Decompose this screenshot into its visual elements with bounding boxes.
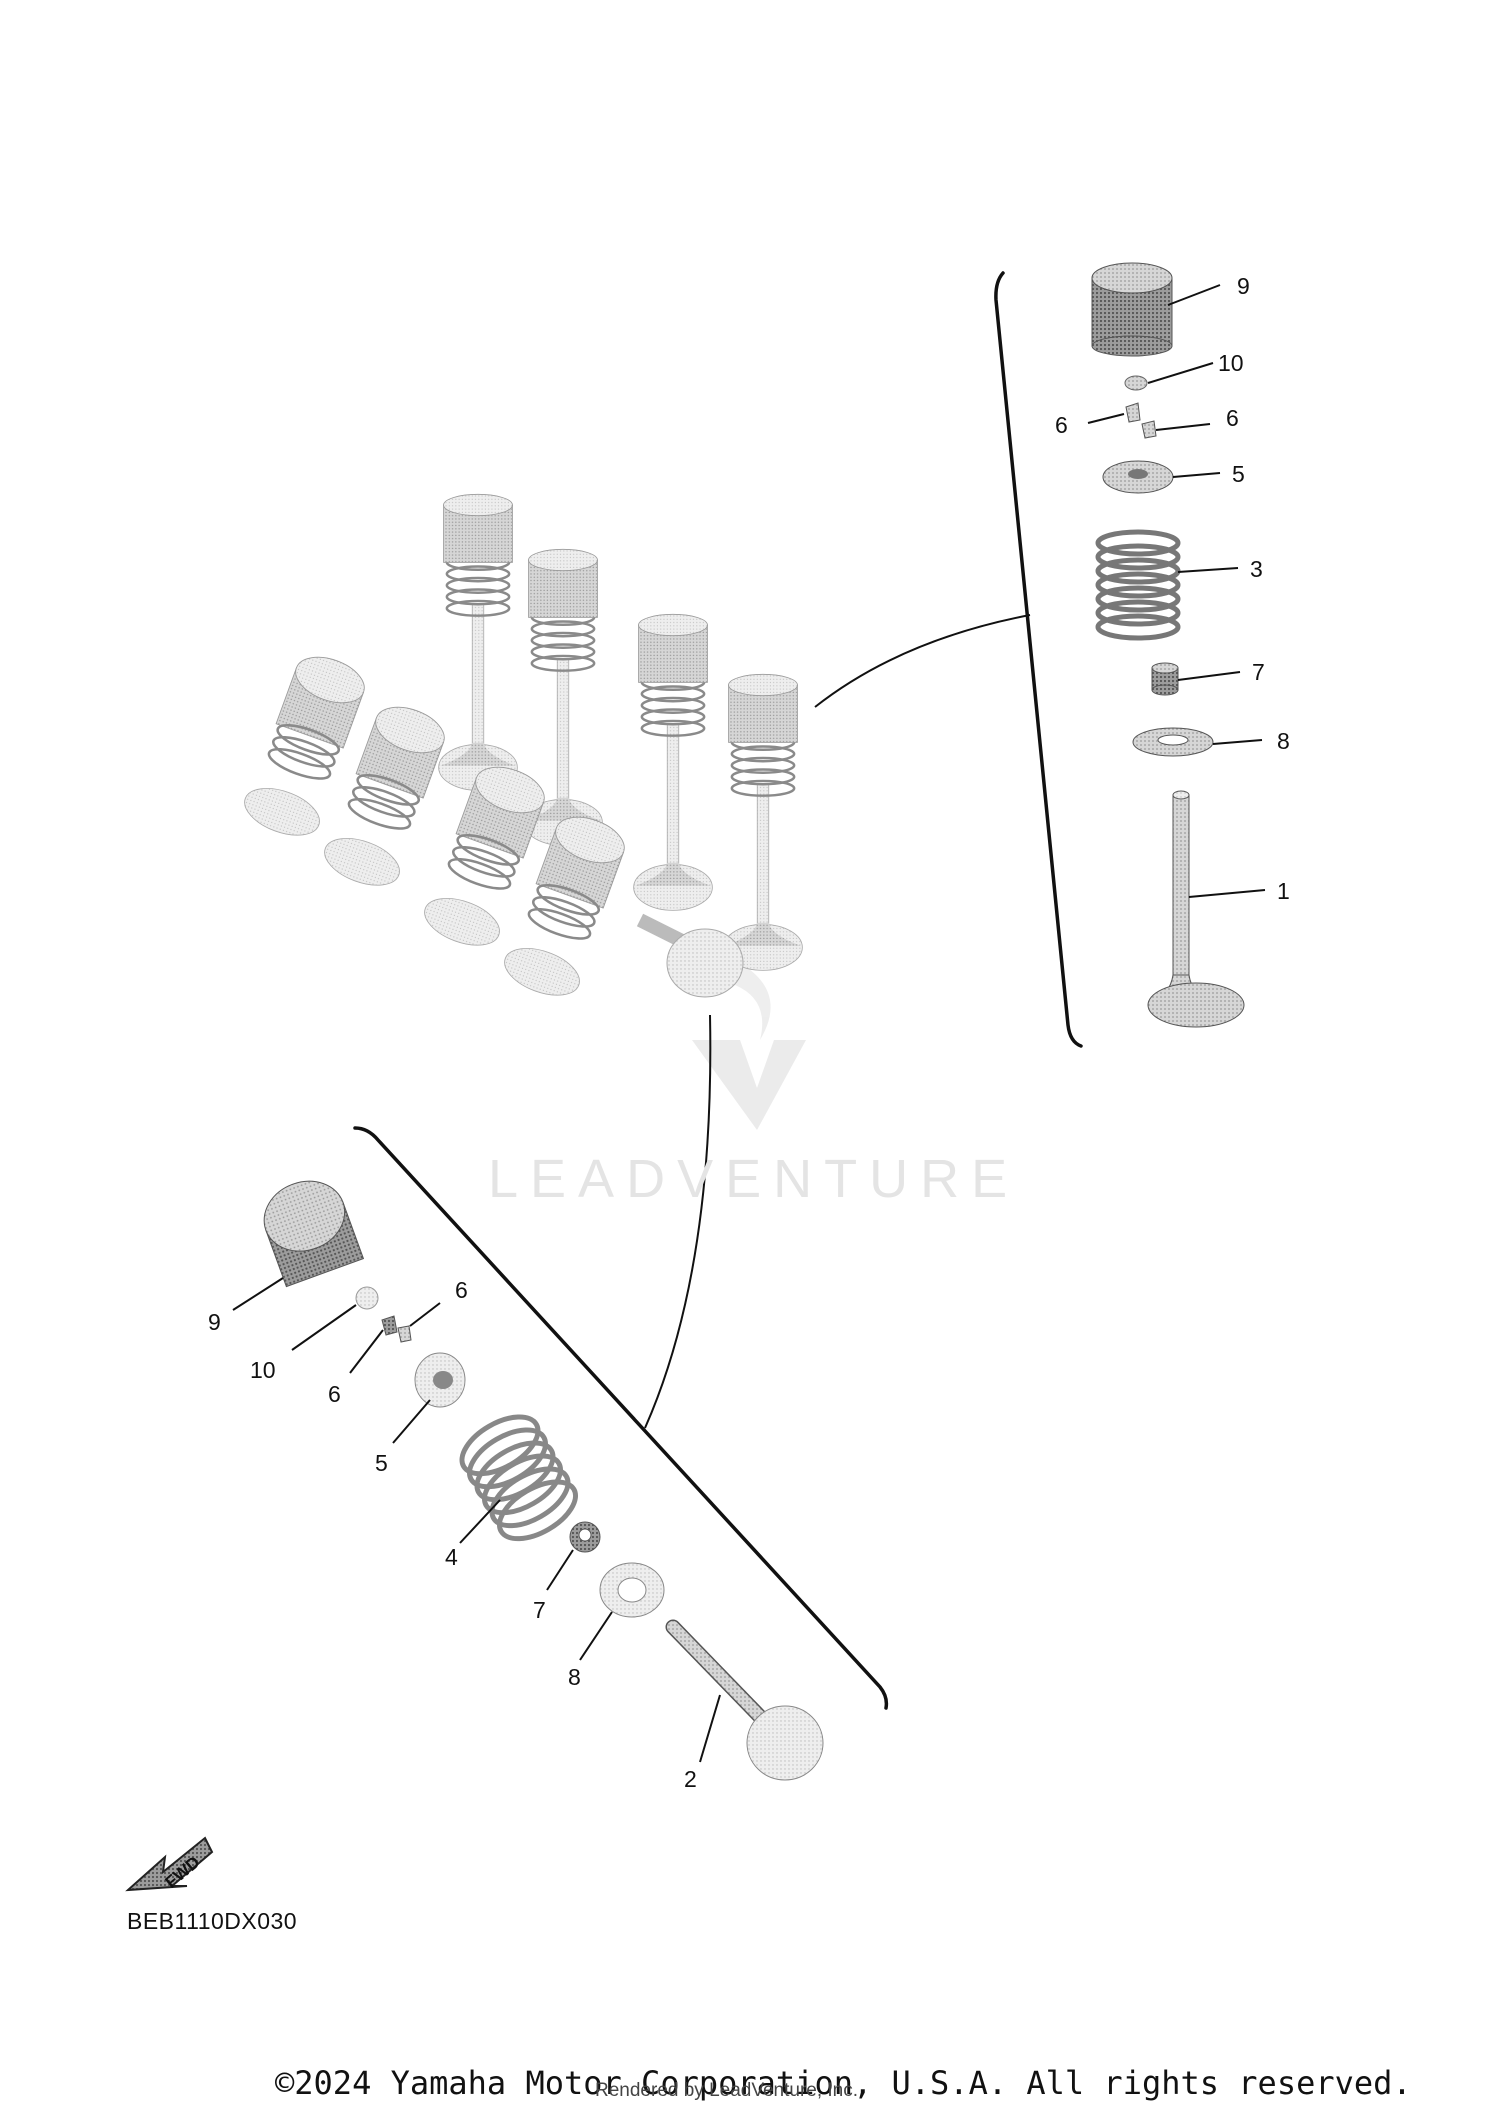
callout-lower-10: 10	[250, 1357, 276, 1383]
callout-lower-4: 4	[445, 1544, 458, 1570]
upper-valve-spring	[1095, 529, 1181, 641]
diagram-code: BEB1110DX030	[127, 1908, 298, 1934]
lower-bracket	[353, 1126, 889, 1710]
upper-intake-valve	[1147, 790, 1245, 1028]
callout-lower-8: 8	[568, 1664, 581, 1690]
lower-exhaust-valve	[665, 1619, 824, 1781]
upper-valve-lifter	[1091, 262, 1173, 357]
lower-spring-retainer	[414, 1352, 466, 1408]
callout-upper-8: 8	[1277, 728, 1290, 754]
upper-spring-seat	[1132, 727, 1214, 757]
callout-lower-2: 2	[684, 1766, 697, 1792]
lower-valve-lifter	[263, 1180, 365, 1288]
lower-spring-seat	[599, 1562, 665, 1618]
lower-valve-cotter-left	[381, 1315, 398, 1336]
upper-valve-stem-seal	[1151, 662, 1179, 696]
callout-upper-9: 9	[1237, 273, 1250, 299]
forward-arrow-icon: FWD	[125, 1836, 214, 1892]
callout-upper-6-left: 6	[1055, 412, 1068, 438]
rendered-by-notice: Rendered by LeadVenture, Inc.	[595, 2080, 859, 2101]
lower-leaders	[232, 1277, 721, 1763]
leadventure-logo-watermark	[692, 960, 806, 1130]
copyright-notice: ©2024 Yamaha Motor Corporation, U.S.A. A…	[275, 2064, 1412, 2102]
callout-upper-6-right: 6	[1226, 405, 1239, 431]
lower-valve-spring	[459, 1414, 578, 1542]
upper-parts	[1091, 262, 1245, 1028]
upper-valve-cotter-right	[1141, 420, 1157, 439]
upper-leaders	[1087, 284, 1266, 898]
callout-upper-1: 1	[1277, 878, 1290, 904]
callout-lower-7: 7	[533, 1597, 546, 1623]
valve-cluster	[237, 493, 804, 1006]
upper-link-line	[814, 614, 1031, 708]
callout-lower-5: 5	[375, 1450, 388, 1476]
upper-adjusting-pad	[1124, 375, 1148, 391]
callout-upper-5: 5	[1232, 461, 1245, 487]
callout-lower-9: 9	[208, 1309, 221, 1335]
callout-upper-7: 7	[1252, 659, 1265, 685]
leadventure-watermark-text: LEADVENTURE	[488, 1149, 1020, 1209]
lower-link-line	[644, 1014, 712, 1429]
callout-upper-10: 10	[1218, 350, 1244, 376]
lower-adjusting-pad	[355, 1286, 379, 1310]
upper-valve-cotter-left	[1125, 402, 1141, 423]
lower-parts	[263, 1180, 824, 1781]
callout-lower-6-left: 6	[328, 1381, 341, 1407]
lower-valve-cotter-right	[397, 1325, 412, 1343]
callout-upper-3: 3	[1250, 556, 1263, 582]
lower-valve-stem-seal	[569, 1521, 601, 1553]
callout-lower-6-right: 6	[455, 1277, 468, 1303]
upper-bracket	[994, 271, 1083, 1048]
upper-spring-retainer	[1102, 460, 1174, 494]
